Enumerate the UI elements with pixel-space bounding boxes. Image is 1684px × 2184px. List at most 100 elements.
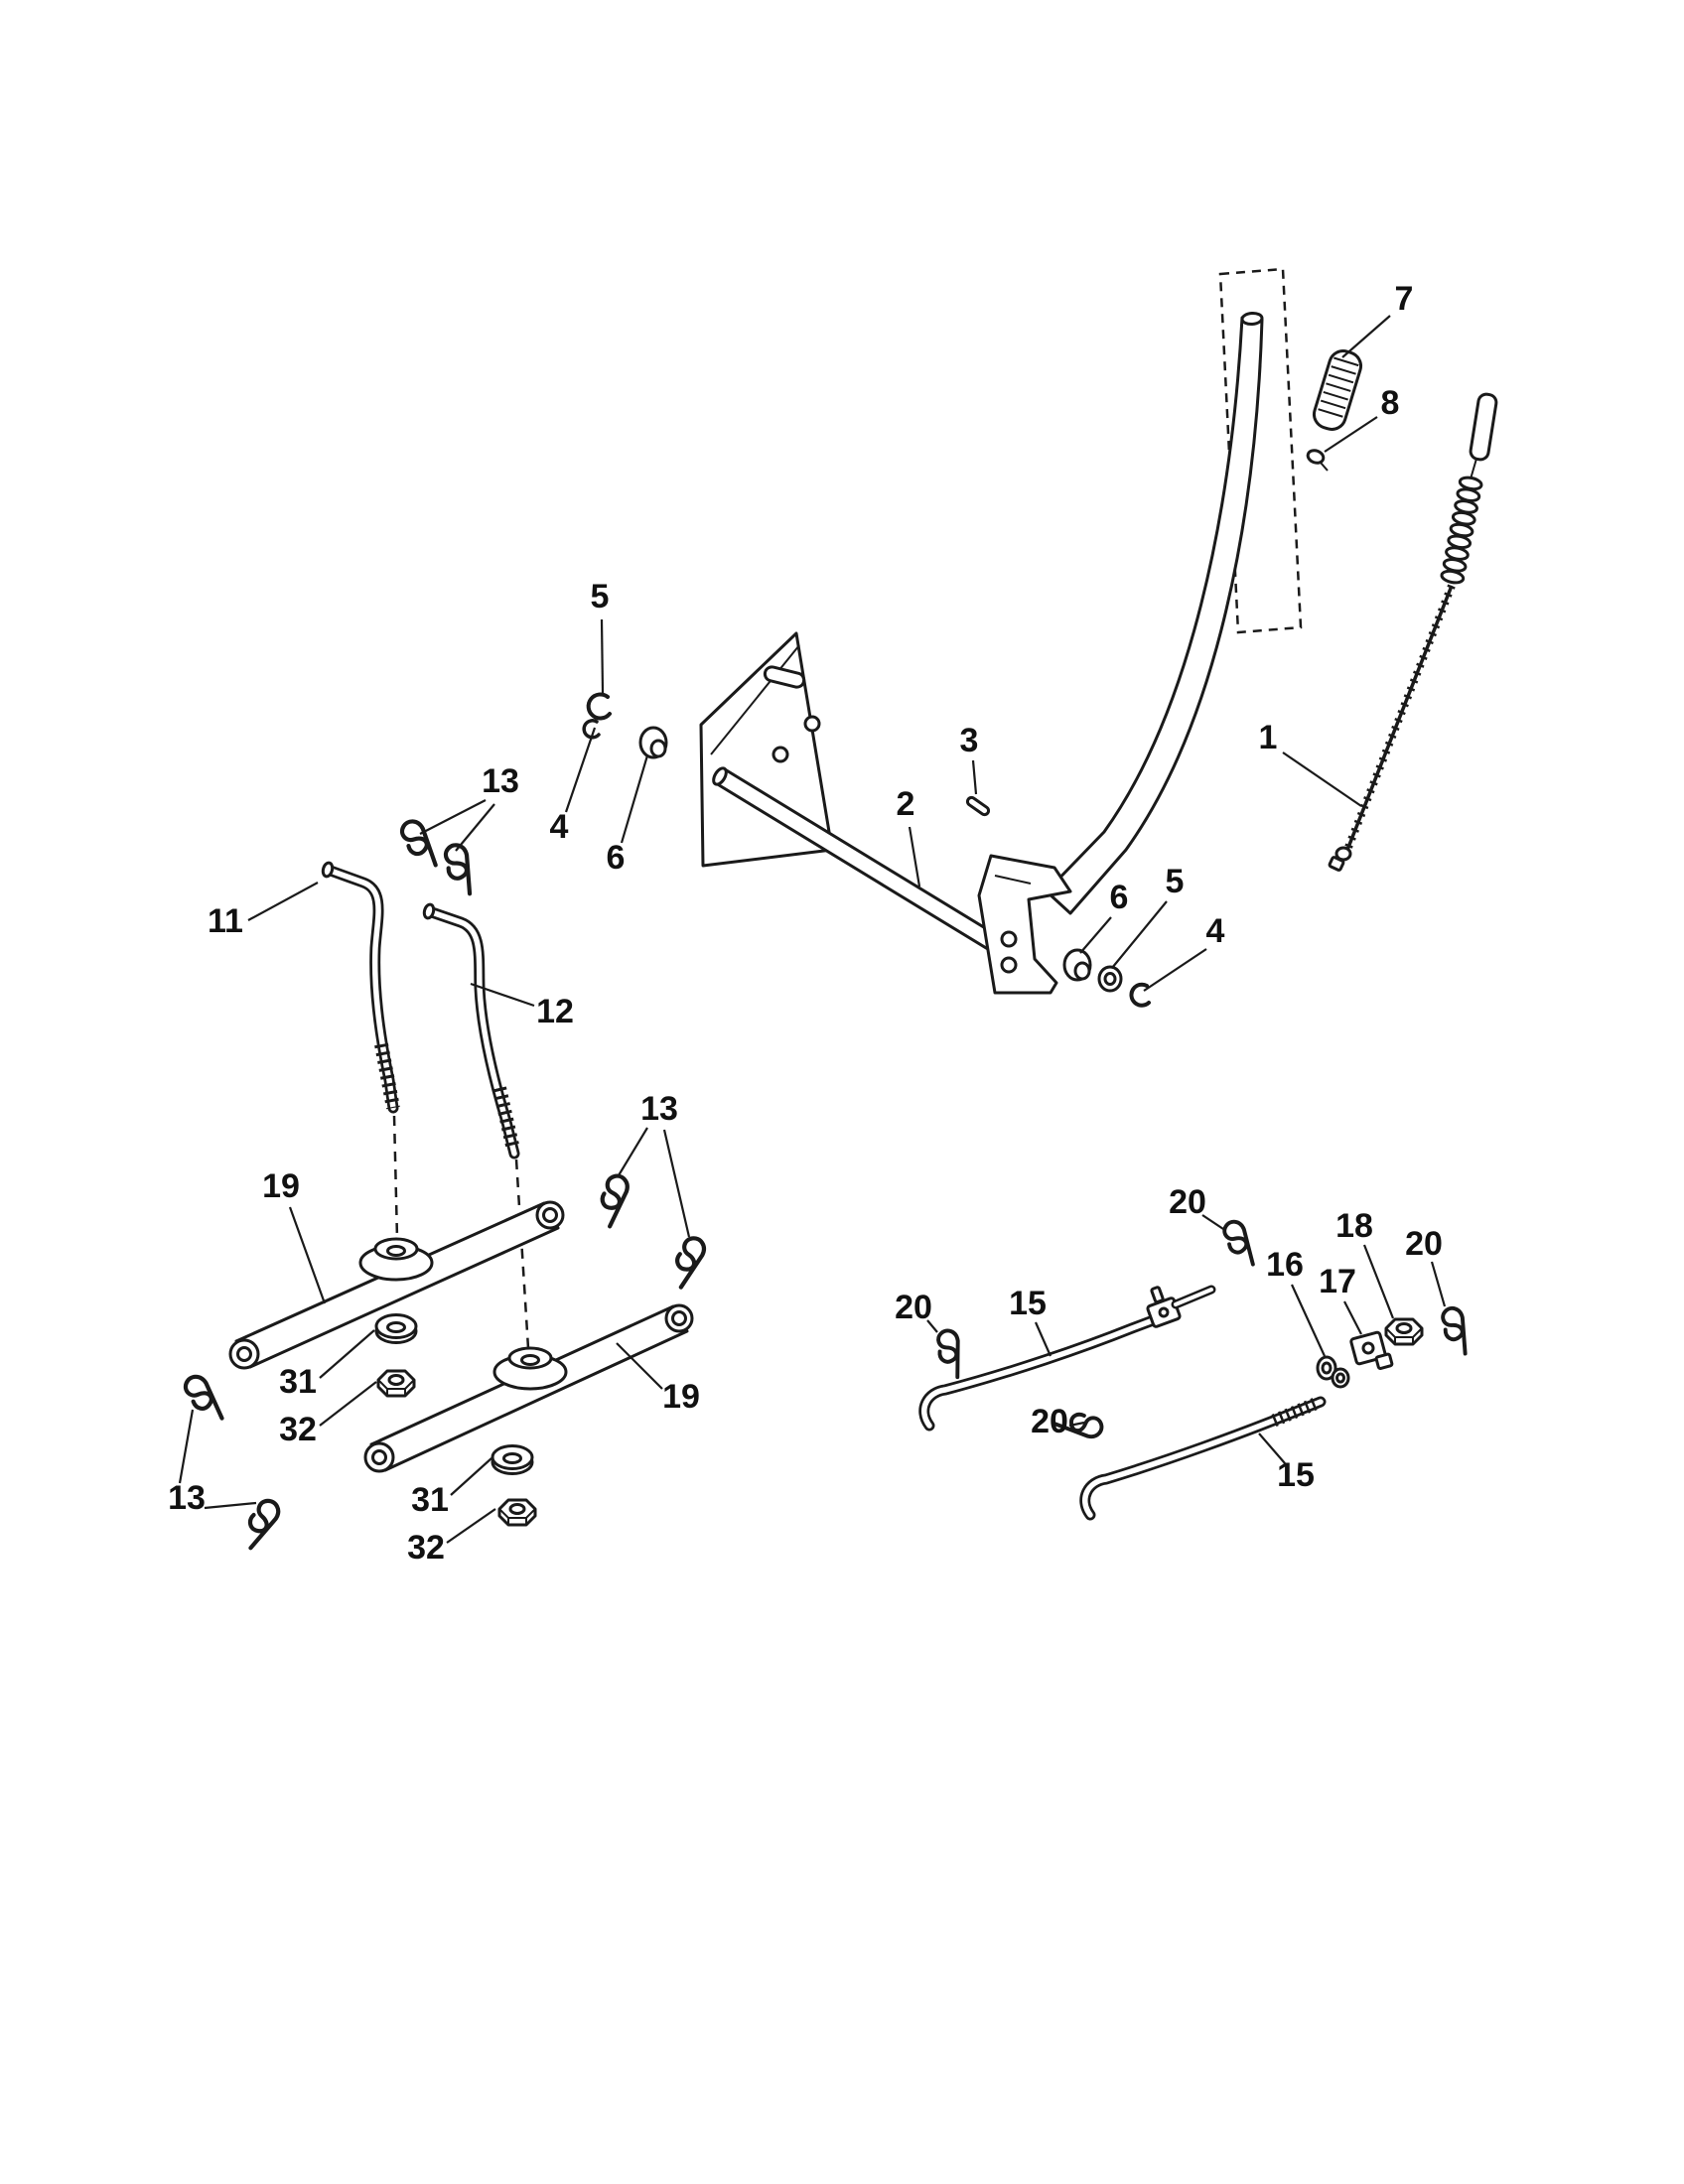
hairpin-clip-part20 bbox=[931, 1326, 969, 1383]
link-front-part15 bbox=[918, 1285, 1216, 1432]
leader-line bbox=[204, 1501, 257, 1510]
hex-nut-part32 bbox=[376, 1369, 416, 1398]
washer-part16 bbox=[1316, 1355, 1350, 1389]
leader-line bbox=[908, 826, 921, 887]
part-label-17: 17 bbox=[1319, 1263, 1356, 1300]
part-label-32: 32 bbox=[279, 1411, 317, 1448]
handle-knob-part7 bbox=[1312, 349, 1363, 431]
part-label-20: 20 bbox=[1405, 1225, 1443, 1263]
leader-line bbox=[455, 803, 495, 852]
part-label-16: 16 bbox=[1266, 1246, 1304, 1284]
leader-line bbox=[1034, 1321, 1052, 1357]
leader-line bbox=[1430, 1261, 1447, 1307]
e-ring-left-part4 bbox=[582, 719, 601, 740]
hairpin-cotter-part13 bbox=[180, 1372, 229, 1426]
hairpin-cotter-part13 bbox=[669, 1235, 707, 1291]
part-label-13: 13 bbox=[168, 1479, 206, 1517]
mounting-plate bbox=[699, 631, 834, 868]
leader-line bbox=[620, 754, 649, 844]
leader-line bbox=[1258, 1433, 1286, 1464]
part-label-31: 31 bbox=[411, 1481, 449, 1519]
leader-line bbox=[450, 1457, 492, 1496]
leader-line bbox=[319, 1381, 377, 1427]
cable-spring-assembly-part1 bbox=[1328, 392, 1498, 872]
link-rear-part15 bbox=[1079, 1396, 1327, 1521]
washer-right-part5 bbox=[1097, 965, 1123, 993]
part-label-6: 6 bbox=[607, 839, 626, 877]
retaining-ring-left-part5 bbox=[586, 692, 612, 721]
part-label-31: 31 bbox=[279, 1363, 317, 1401]
bushing-right-part6 bbox=[1062, 948, 1092, 982]
lift-arm-rear-part19 bbox=[363, 1303, 694, 1473]
hairpin-cotter-part13 bbox=[598, 1174, 629, 1229]
lift-link-part12 bbox=[422, 902, 520, 1160]
leader-line bbox=[1201, 1214, 1224, 1230]
lift-handle-lever bbox=[1045, 311, 1264, 915]
part-label-5: 5 bbox=[1166, 863, 1185, 900]
part-label-13: 13 bbox=[640, 1090, 678, 1128]
leader-lines bbox=[178, 315, 1447, 1544]
hex-nut-part32 bbox=[497, 1498, 537, 1527]
part-label-5: 5 bbox=[591, 578, 610, 615]
part-label-19: 19 bbox=[262, 1167, 300, 1205]
part-label-2: 2 bbox=[897, 785, 915, 823]
leader-line bbox=[470, 982, 535, 1008]
part-label-4: 4 bbox=[1206, 912, 1225, 950]
part-label-20: 20 bbox=[1169, 1183, 1206, 1221]
bearing-washer-part31 bbox=[374, 1313, 418, 1344]
lift-shaft-part2 bbox=[712, 766, 1030, 970]
leader-line bbox=[926, 1319, 938, 1333]
bearing-washer-part31 bbox=[491, 1444, 534, 1475]
leader-line bbox=[1143, 948, 1207, 992]
part-label-6: 6 bbox=[1110, 879, 1129, 916]
leader-line bbox=[1343, 1300, 1362, 1335]
part-label-11: 11 bbox=[208, 902, 243, 940]
clevis-pin-part3 bbox=[965, 795, 991, 817]
hairpin-cotter-part13 bbox=[441, 842, 480, 897]
part-label-1: 1 bbox=[1259, 719, 1278, 756]
part-label-18: 18 bbox=[1335, 1207, 1373, 1245]
lift-arm-front-part19 bbox=[228, 1200, 565, 1370]
assembly-centerline bbox=[392, 1115, 399, 1240]
hairpin-clip-part20 bbox=[1217, 1216, 1264, 1273]
leader-line bbox=[600, 618, 605, 694]
part-label-19: 19 bbox=[662, 1378, 700, 1416]
part-label-12: 12 bbox=[536, 993, 574, 1030]
bushing-left-part6 bbox=[638, 726, 668, 759]
part-label-32: 32 bbox=[407, 1529, 445, 1567]
leader-line bbox=[564, 727, 597, 813]
part-label-8: 8 bbox=[1381, 384, 1400, 422]
trunnion-part17 bbox=[1349, 1330, 1394, 1370]
part-label-7: 7 bbox=[1395, 280, 1414, 318]
hex-nut-part18 bbox=[1384, 1317, 1424, 1346]
part-label-15: 15 bbox=[1277, 1456, 1315, 1494]
leader-line bbox=[618, 1127, 648, 1176]
lift-link-part11 bbox=[321, 861, 400, 1114]
leader-line bbox=[616, 1342, 663, 1390]
leader-line bbox=[288, 1206, 327, 1304]
hairpin-clip-part20 bbox=[1436, 1303, 1476, 1360]
leader-line bbox=[1079, 916, 1112, 954]
part-label-13: 13 bbox=[482, 762, 519, 800]
part-label-4: 4 bbox=[550, 808, 569, 846]
part-label-20: 20 bbox=[1031, 1403, 1068, 1440]
leader-line bbox=[1341, 315, 1391, 358]
leader-line bbox=[1324, 416, 1378, 453]
leader-line bbox=[1111, 900, 1168, 969]
leader-line bbox=[1362, 1244, 1395, 1319]
leader-line bbox=[247, 882, 319, 921]
leader-line bbox=[1068, 1421, 1085, 1428]
leader-line bbox=[971, 759, 978, 795]
leader-line bbox=[1291, 1284, 1326, 1357]
leader-line bbox=[446, 1508, 496, 1544]
roll-pin-part8 bbox=[1306, 449, 1329, 472]
part-label-15: 15 bbox=[1009, 1285, 1047, 1322]
leader-line bbox=[419, 799, 487, 835]
assembly-centerline bbox=[514, 1159, 530, 1349]
lever-bracket bbox=[977, 854, 1072, 995]
part-label-3: 3 bbox=[960, 722, 979, 759]
leader-line bbox=[1282, 751, 1362, 807]
